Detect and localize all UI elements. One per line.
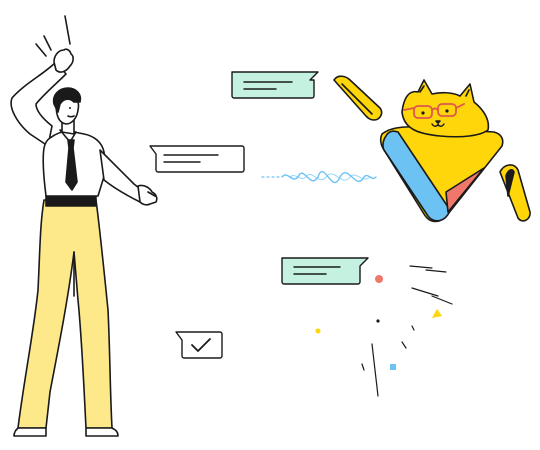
waving-person <box>10 15 158 437</box>
confetti-yellow-dot <box>315 328 321 334</box>
confetti-blue-square <box>390 364 396 370</box>
mascot-mouth <box>431 123 445 127</box>
cat-mascot <box>333 75 531 223</box>
right-shoe <box>85 427 119 437</box>
hair <box>52 87 82 113</box>
mascot-eye-left <box>421 111 425 115</box>
check-icon <box>191 338 211 352</box>
confetti-coral-dot <box>375 275 383 283</box>
belt <box>45 195 97 207</box>
speech-bubble-person <box>149 145 245 173</box>
confetti <box>315 275 442 370</box>
mascot-left-arm <box>333 75 383 121</box>
mascot-glasses <box>403 103 465 119</box>
sparkle-lines <box>361 265 453 397</box>
wave-motion-lines <box>35 15 71 57</box>
mascot-coral-panel <box>445 167 485 213</box>
voice-wave <box>261 170 377 184</box>
confetti-black-dot <box>376 319 380 323</box>
open-hand <box>137 184 158 206</box>
left-shoe <box>13 427 47 437</box>
raised-arm <box>10 61 67 147</box>
mascot-right-arm <box>499 164 531 222</box>
confetti-yellow-triangle <box>432 309 442 318</box>
raised-hand <box>53 48 74 73</box>
speech-bubble-top <box>231 71 319 99</box>
trousers <box>17 199 113 429</box>
mascot-eye-right <box>445 109 449 113</box>
mascot-blue-panel <box>382 130 451 222</box>
check-bubble <box>175 331 223 359</box>
eye <box>69 107 71 109</box>
speech-bubble-bottom <box>281 257 369 285</box>
mouth <box>67 115 75 118</box>
tie <box>65 139 78 191</box>
extended-arm <box>99 149 145 203</box>
